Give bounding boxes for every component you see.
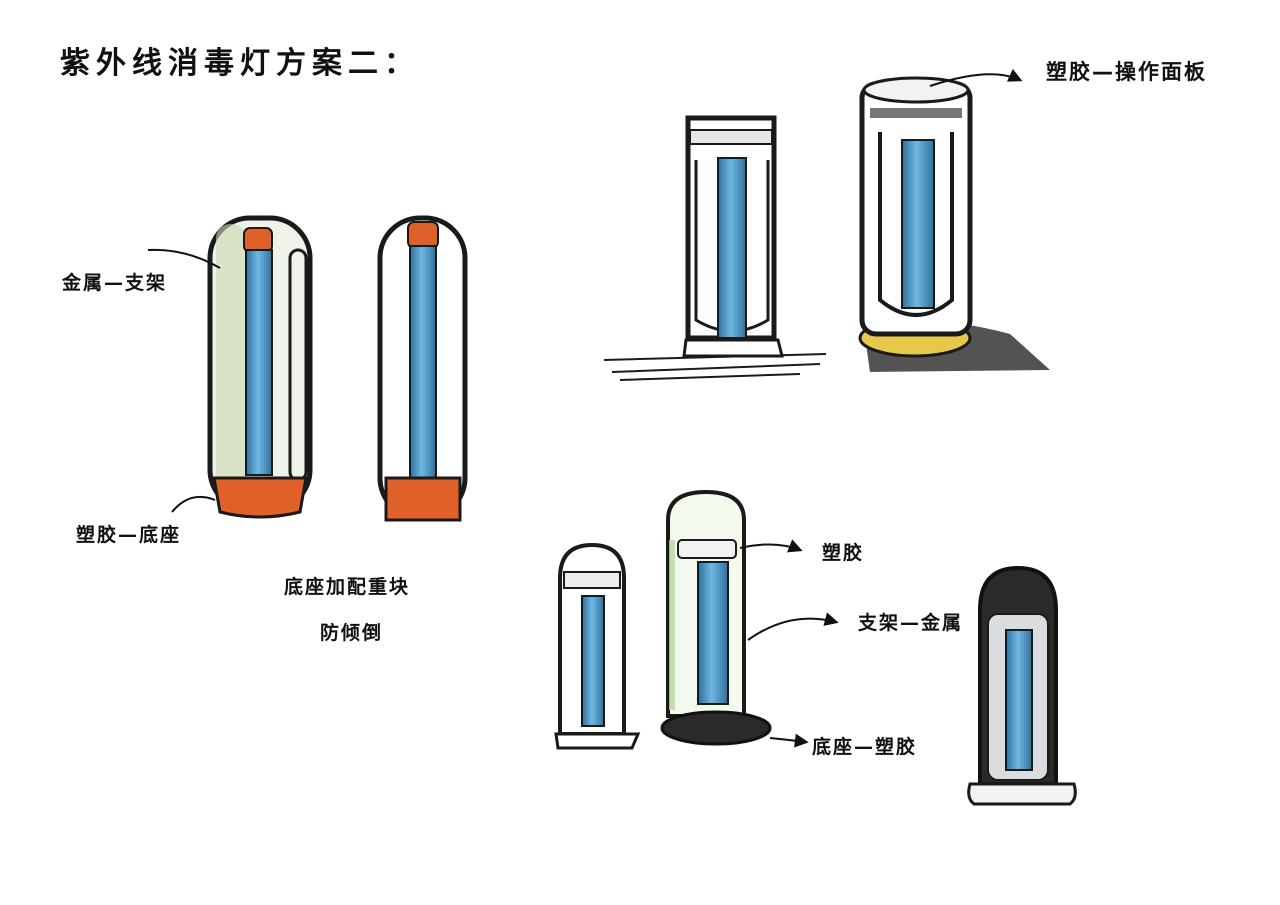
lamp-f — [660, 489, 839, 748]
lamp-b — [377, 215, 468, 522]
label-metal-bracket-left: 金属—支架 — [62, 272, 168, 294]
label-plastic-base-left: 塑胶—底座 — [76, 524, 182, 546]
arrow-right-icon — [769, 733, 809, 748]
label-note-counterweight: 底座加配重块 — [284, 576, 411, 598]
lamp-a — [207, 215, 313, 519]
lamp-g — [967, 565, 1077, 806]
page-title: 紫外线消毒灯方案二： — [60, 46, 420, 81]
lamp-e — [554, 542, 641, 750]
lamp-c — [603, 115, 827, 381]
lamp-d — [858, 68, 1050, 372]
arrow-right-icon — [747, 612, 839, 641]
label-bracket-metal: 支架—金属 — [858, 612, 964, 634]
label-note-anti-tip: 防倾倒 — [320, 622, 384, 644]
label-base-plastic: 底座—塑胶 — [812, 736, 918, 758]
arrow-right-icon — [739, 539, 803, 553]
leader-line — [147, 248, 221, 269]
label-plastic: 塑胶 — [822, 542, 865, 564]
leader-line — [171, 496, 216, 513]
arrow-right-icon — [929, 68, 1023, 87]
label-plastic-panel: 塑胶—操作面板 — [1046, 60, 1207, 84]
